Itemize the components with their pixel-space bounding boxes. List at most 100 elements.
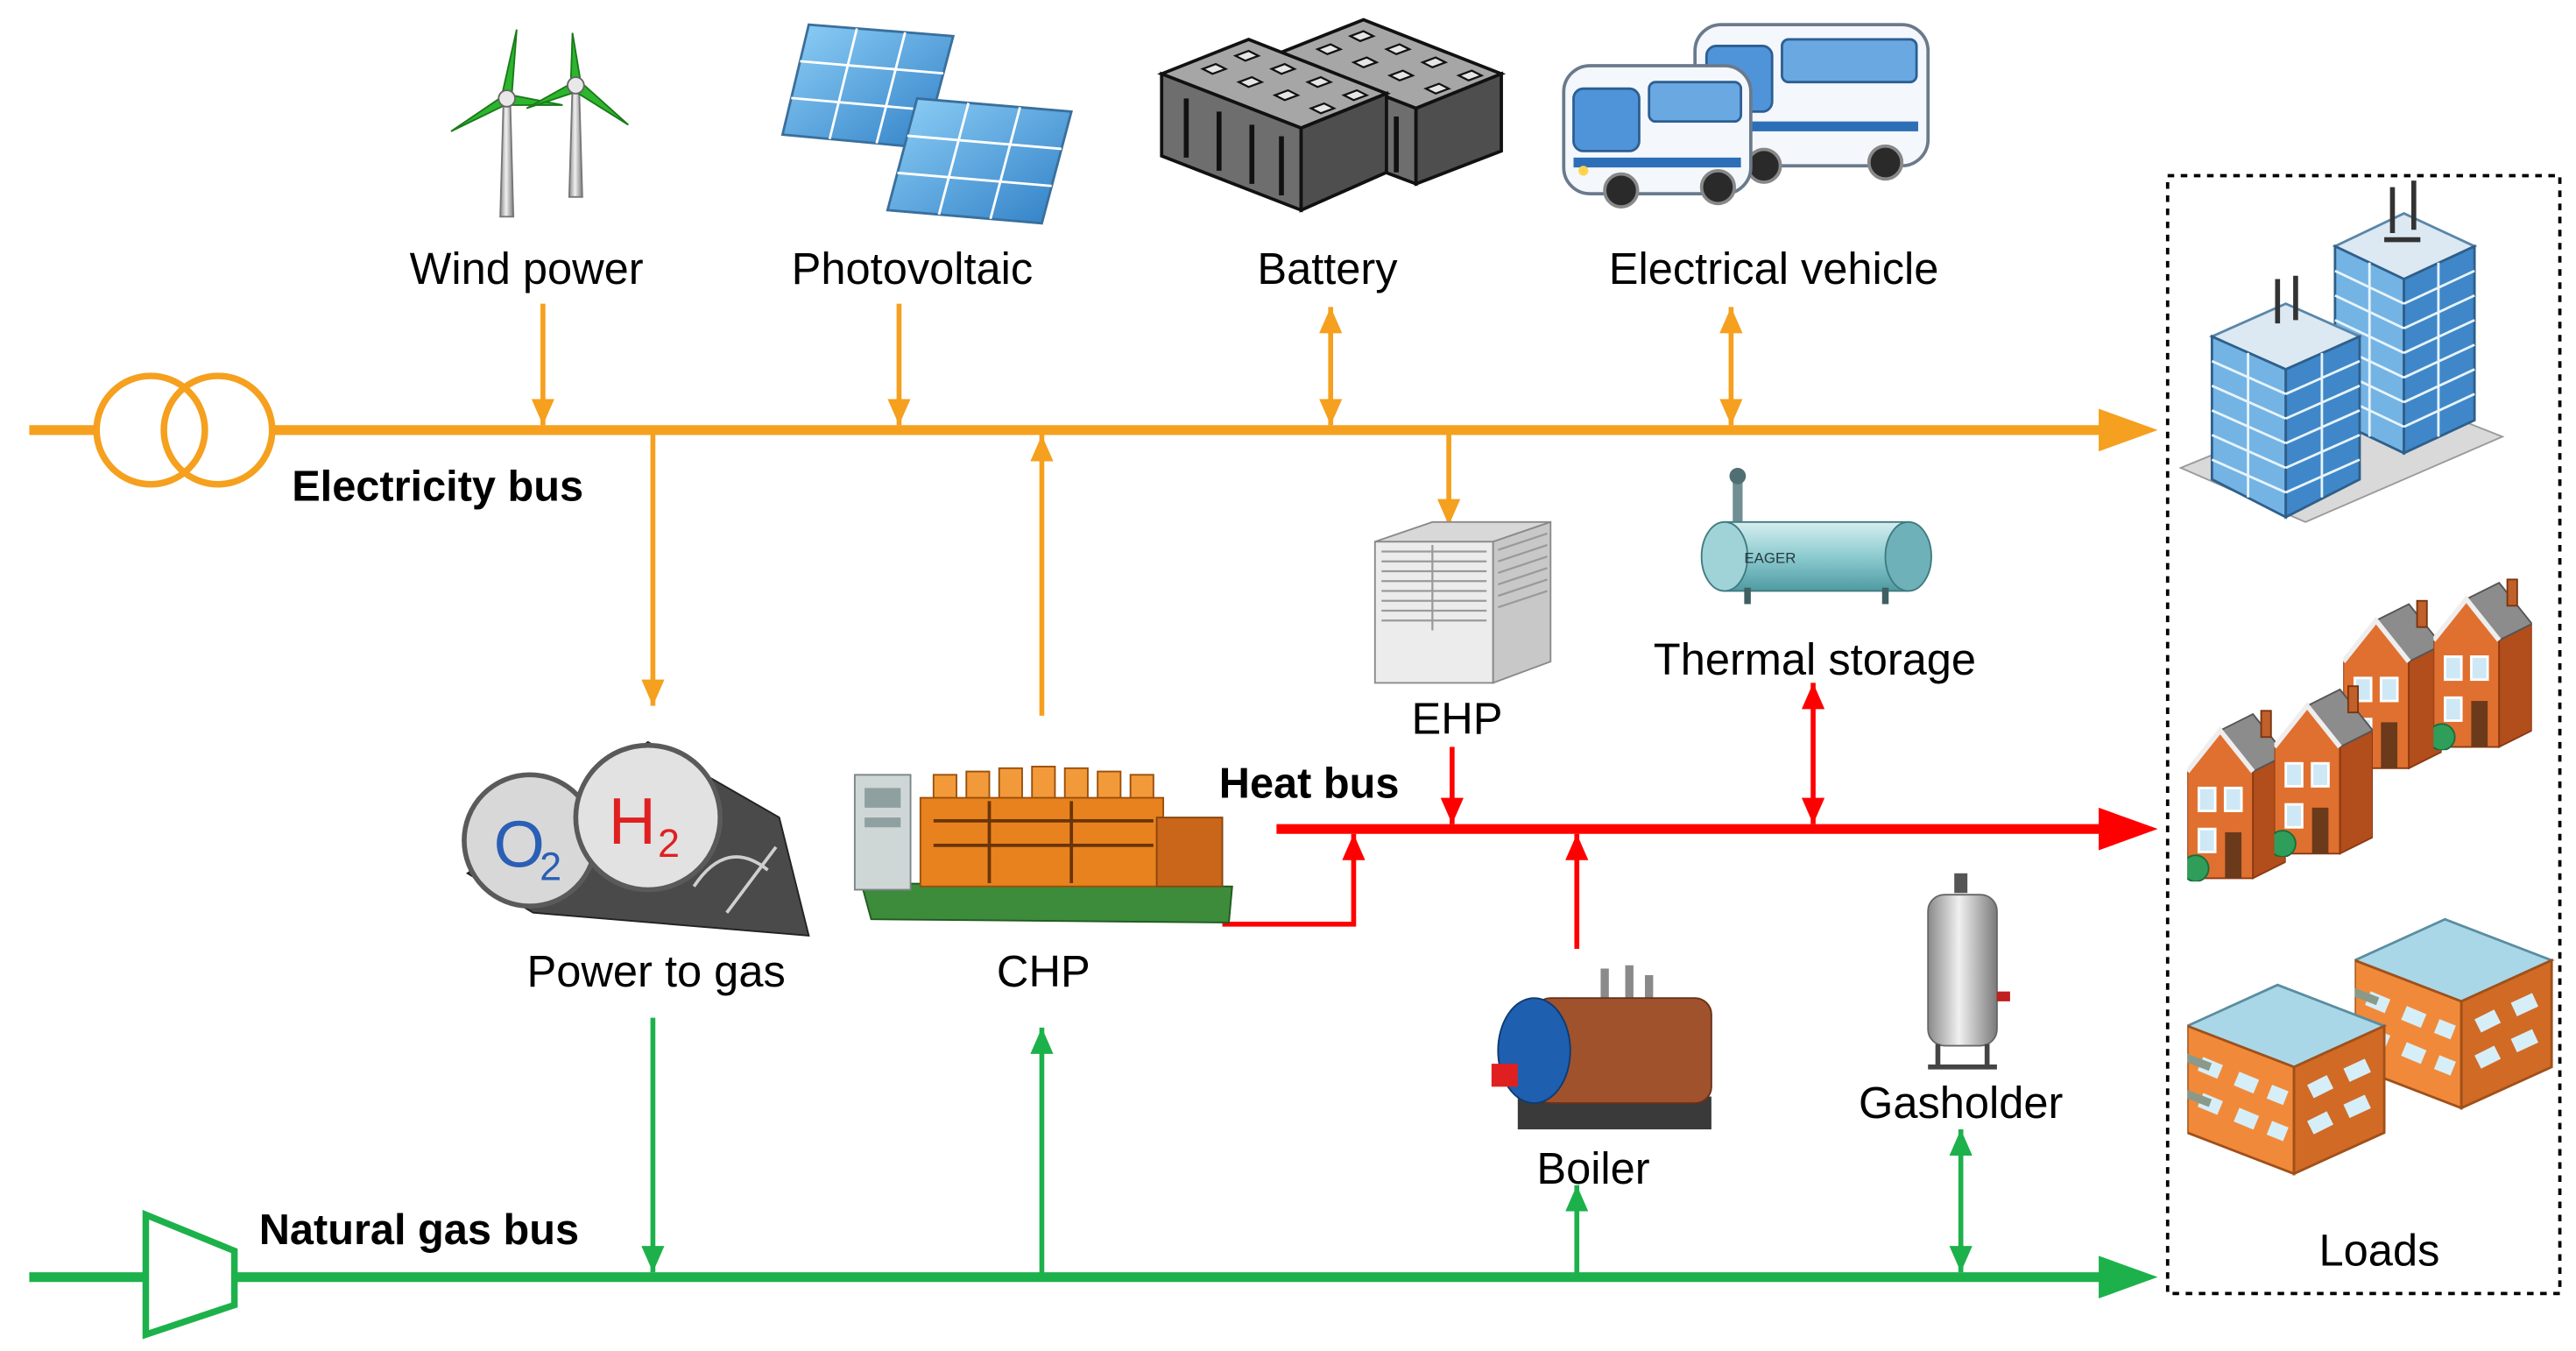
tank-end-right	[1884, 520, 1932, 592]
gasholder-gauge	[1996, 991, 2010, 1001]
electricity-connections	[531, 303, 1743, 716]
oxygen-subscript: 2	[540, 844, 561, 888]
heat-pump-grille	[1381, 532, 1548, 631]
office-buildings-icon	[2178, 180, 2505, 523]
gas-connections	[641, 1017, 1973, 1276]
solar-panel-grid	[791, 28, 944, 144]
heat-pump-icon	[1373, 520, 1552, 684]
loads: Loads	[2165, 173, 2562, 1296]
solar-panel-icon	[886, 96, 1073, 225]
tank-legs	[1744, 587, 1889, 605]
bus-side-windows	[1648, 81, 1743, 124]
photovoltaic-label: Photovoltaic	[792, 244, 1034, 294]
turbine-tower	[499, 97, 515, 218]
bus-headlight	[1578, 166, 1589, 176]
turbine-hub	[498, 89, 516, 108]
natural-gas-bus-label: Natural gas bus	[259, 1206, 579, 1254]
ehp-label: EHP	[1411, 694, 1502, 744]
hydrogen-tank-end	[573, 742, 723, 893]
chp: CHP	[853, 766, 1233, 996]
turbine-tower	[568, 84, 583, 198]
apartment-building	[2181, 985, 2384, 1173]
chp-generator-icon	[853, 766, 1233, 923]
wind-turbine-icon	[526, 32, 629, 198]
electricity-bus-label: Electricity bus	[292, 463, 583, 510]
office-tower-antennas	[2275, 275, 2298, 324]
house	[2183, 711, 2286, 881]
chp-radiator	[1155, 817, 1224, 888]
electricity-bus-arrowhead	[2099, 408, 2158, 452]
turbine-blade	[569, 32, 582, 83]
bus-wheel	[1867, 144, 1904, 181]
compressor-symbol	[142, 1209, 238, 1340]
chp-base	[860, 882, 1233, 923]
gasholder-valve	[1954, 873, 1968, 894]
battery-terminals	[1200, 49, 1370, 115]
gas-tank-icon	[1927, 873, 2010, 1070]
office-tower-window-grid	[2334, 262, 2475, 437]
chp-engine-block	[919, 796, 1165, 888]
power-to-gas-label: Power to gas	[527, 946, 786, 996]
boiler-burner	[1491, 1064, 1518, 1087]
tank-valve	[1729, 467, 1747, 485]
electrical-vehicle: Electrical vehicle	[1562, 23, 1939, 294]
solar-panel	[886, 96, 1073, 225]
turbine-hub	[567, 76, 585, 95]
house	[2269, 686, 2373, 857]
bus-stripe	[1704, 121, 1918, 131]
battery-terminals	[1315, 30, 1485, 95]
thermal-storage-label: Thermal storage	[1654, 634, 1976, 684]
chp-label: CHP	[997, 946, 1090, 996]
boiler-top-pipes	[1600, 965, 1654, 1001]
battery-side-face	[1414, 71, 1503, 187]
battery-block-icon	[1157, 37, 1391, 213]
wind-power-label: Wind power	[410, 244, 644, 294]
heat-pump-front	[1373, 541, 1494, 684]
transformer-coil-left	[93, 372, 208, 488]
turbine-blade	[500, 29, 518, 96]
transformer-coil-right	[160, 372, 276, 488]
tank-lettering: EAGER	[1744, 550, 1796, 567]
bus-icon	[1562, 64, 1753, 209]
tank-end-left	[1700, 520, 1749, 592]
heat-bus-arrowhead	[2099, 807, 2158, 851]
storage-tank-icon: EAGER	[1700, 467, 1932, 605]
gasholder: Gasholder	[1859, 873, 2063, 1128]
bus-side-windows	[1781, 38, 1918, 84]
natural-gas-bus: Natural gas bus	[29, 1206, 2158, 1340]
heat-bus-label: Heat bus	[1219, 760, 1400, 808]
bus-wheel	[1603, 172, 1640, 209]
bus-icon	[1693, 23, 1930, 184]
electrical-vehicle-label: Electrical vehicle	[1609, 244, 1939, 294]
bus-windshield	[1572, 87, 1641, 152]
tank-pipe	[1733, 476, 1743, 526]
electricity-bus: Electricity bus	[29, 372, 2158, 510]
chp-cabinet-panel	[865, 788, 901, 828]
loads-dashed-box	[2165, 173, 2562, 1296]
electrolyzer-piping	[692, 845, 778, 914]
loads-label: Loads	[2319, 1226, 2440, 1276]
solar-panel-grid	[897, 103, 1062, 220]
oxygen-symbol: O	[494, 807, 545, 881]
heat-bus: Heat bus	[1219, 760, 2158, 851]
gas-bus-arrowhead	[2099, 1256, 2158, 1299]
bus-stripe	[1573, 157, 1741, 168]
apartment-buildings-icon	[2181, 919, 2551, 1173]
chp-to-heat-bus-arrow	[1222, 833, 1366, 927]
battery-side-face	[1299, 91, 1388, 213]
gasholder-label: Gasholder	[1859, 1078, 2063, 1128]
boiler: Boiler	[1491, 965, 1712, 1193]
chp-cylinder-heads	[932, 766, 1154, 799]
wind-turbine-icon	[450, 29, 563, 218]
battery-slots	[1183, 98, 1284, 195]
battery: Battery	[1157, 18, 1507, 294]
photovoltaic: Photovoltaic	[780, 23, 1073, 294]
boiler-label: Boiler	[1536, 1143, 1649, 1193]
gasholder-body	[1927, 894, 1998, 1047]
houses-icon	[2183, 579, 2532, 881]
office-tower-window-grid	[2211, 352, 2361, 498]
heat-connections	[1222, 683, 1825, 949]
heat-pump-side	[1492, 520, 1552, 684]
boiler-icon	[1491, 965, 1712, 1130]
